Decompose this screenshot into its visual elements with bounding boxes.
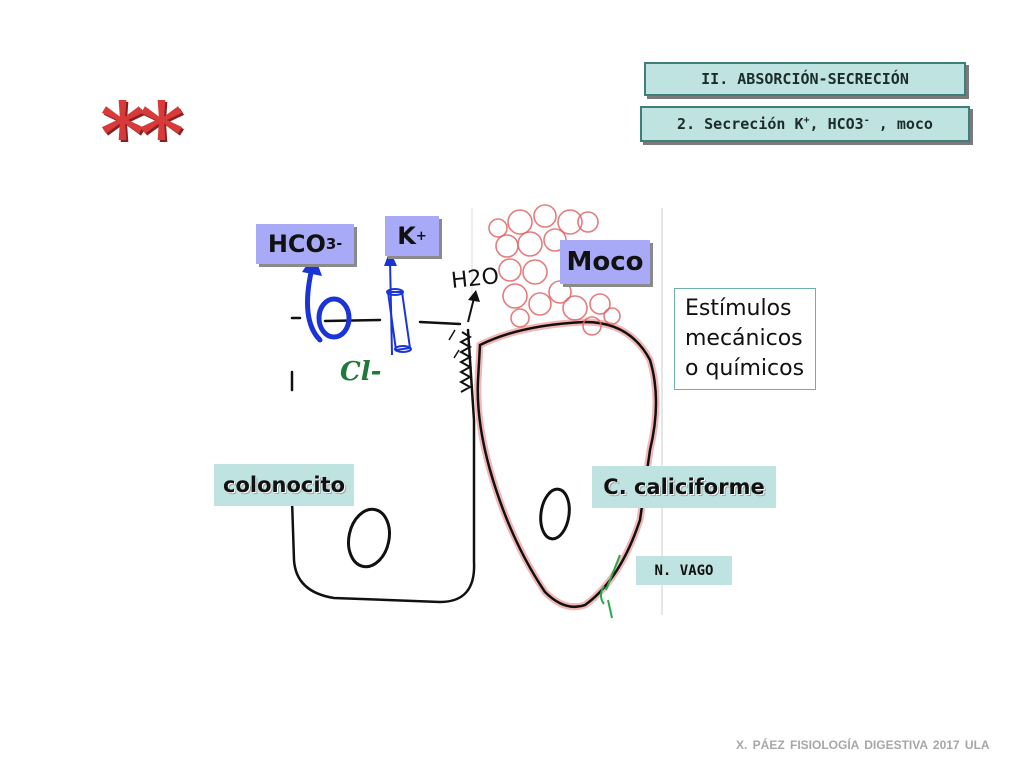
section-title-box: II. ABSORCIÓN-SECRECIÓN [644, 62, 966, 96]
hco3-arrowhead [302, 254, 322, 276]
hco3-transporter [305, 265, 352, 343]
stimuli-line-1: Estímulos [685, 296, 792, 321]
k-arrowhead [384, 250, 397, 266]
stimuli-line-3: o químicos [685, 356, 805, 381]
colonocyte-outline [290, 316, 476, 604]
importance-stars: ** [100, 84, 184, 185]
goblet-cell-label: C. caliciforme [592, 466, 776, 508]
k-channel [386, 259, 412, 356]
water-arrow [467, 297, 475, 323]
mucus-granules [488, 204, 621, 336]
subtitle-box: 2. Secreción K+, HCO3- , moco [640, 106, 970, 142]
chloride-label: Cl- [340, 357, 381, 387]
water-label: H2O [450, 264, 500, 294]
stimuli-line-2: mecánicos [685, 326, 803, 351]
vagus-label: N. VAGO [636, 556, 732, 585]
mucus-label: Moco [560, 240, 650, 284]
k-label: K+ [385, 216, 439, 256]
subtitle: 2. Secreción K+, HCO3- , moco [677, 115, 933, 133]
footer-credit: X. PÁEZ FISIOLOGÍA DIGESTIVA 2017 ULA [736, 738, 990, 752]
section-title: II. ABSORCIÓN-SECRECIÓN [701, 70, 909, 88]
colonocyte-label: colonocito [214, 464, 354, 506]
stimuli-box: Estímulos mecánicos o químicos [674, 288, 816, 390]
vagus-nerve [600, 554, 621, 619]
goblet-cell-outline [474, 318, 660, 611]
colonocyte-nucleus [347, 507, 391, 569]
goblet-nucleus [539, 487, 571, 541]
tight-junction [458, 331, 473, 393]
